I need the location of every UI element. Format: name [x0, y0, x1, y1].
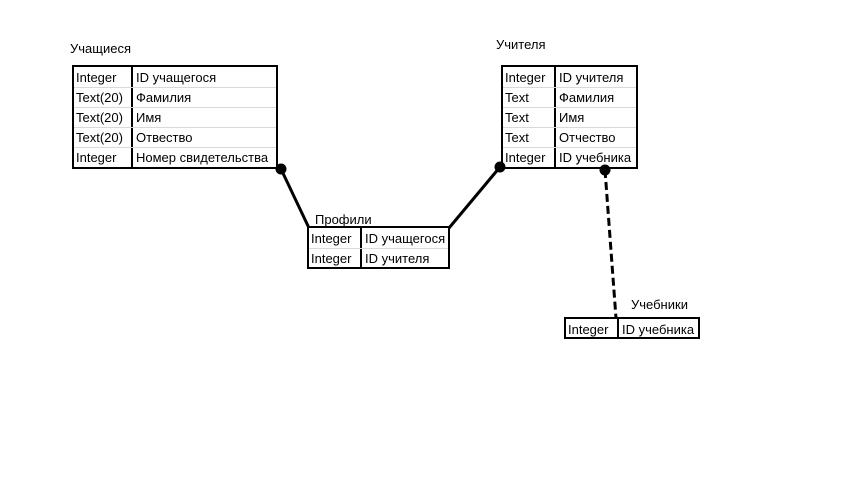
- field-name: Имя: [136, 109, 162, 125]
- field-name: Номер свидетельства: [136, 149, 269, 165]
- field-type: Text(20): [76, 89, 123, 105]
- table-row: Integer ID учителя: [503, 67, 636, 87]
- teachers-profiles-link: [447, 166, 502, 229]
- table-row: Text Фамилия: [503, 87, 636, 107]
- table-row: Integer ID учебника: [503, 147, 636, 167]
- field-name: Имя: [559, 109, 585, 125]
- students-link-endpoint: [275, 163, 287, 175]
- teachers-textbooks-link: [603, 169, 618, 319]
- field-type: Text: [505, 129, 529, 145]
- students-table-title: Учащиеся: [70, 41, 131, 56]
- field-type: Integer: [505, 69, 546, 85]
- students-profiles-link: [279, 168, 311, 229]
- field-name: ID учителя: [559, 69, 624, 85]
- field-name: ID учащегося: [136, 69, 217, 85]
- students-table: Integer ID учащегося Text(20) Фамилия Text…: [72, 65, 278, 169]
- field-name: ID учебника: [622, 321, 695, 337]
- teachers-link-endpoint: [494, 161, 506, 173]
- table-row: Text Имя: [503, 107, 636, 127]
- field-type: Integer: [311, 250, 352, 266]
- table-row: Text Отчество: [503, 127, 636, 147]
- field-type: Text(20): [76, 109, 123, 125]
- table-row: Integer ID учебника: [566, 319, 698, 339]
- textbooks-link-endpoint: [599, 164, 611, 176]
- field-name: ID учебника: [559, 149, 632, 165]
- table-row: Integer Номер свидетельства: [74, 147, 276, 167]
- profiles-table-title: Профили: [315, 212, 372, 227]
- field-name: Фамилия: [559, 89, 615, 105]
- teachers-table-title: Учителя: [496, 37, 546, 52]
- textbooks-table-title: Учебники: [631, 297, 688, 312]
- table-row: Integer ID учителя: [309, 248, 448, 268]
- field-type: Text(20): [76, 129, 123, 145]
- table-row: Text(20) Отвество: [74, 127, 276, 147]
- table-row: Text(20) Имя: [74, 107, 276, 127]
- field-type: Integer: [76, 149, 117, 165]
- field-type: Integer: [568, 321, 609, 337]
- table-row: Integer ID учащегося: [74, 67, 276, 87]
- field-name: ID учащегося: [365, 230, 446, 246]
- field-name: Фамилия: [136, 89, 192, 105]
- field-type: Integer: [311, 230, 352, 246]
- field-name: ID учителя: [365, 250, 430, 266]
- field-type: Text: [505, 109, 529, 125]
- field-name: Отвество: [136, 129, 193, 145]
- field-type: Integer: [76, 69, 117, 85]
- table-row: Integer ID учащегося: [309, 228, 448, 248]
- field-type: Integer: [505, 149, 546, 165]
- table-row: Text(20) Фамилия: [74, 87, 276, 107]
- field-name: Отчество: [559, 129, 616, 145]
- field-type: Text: [505, 89, 529, 105]
- profiles-table: Integer ID учащегося Integer ID учителя: [307, 226, 450, 269]
- textbooks-table: Integer ID учебника: [564, 317, 700, 339]
